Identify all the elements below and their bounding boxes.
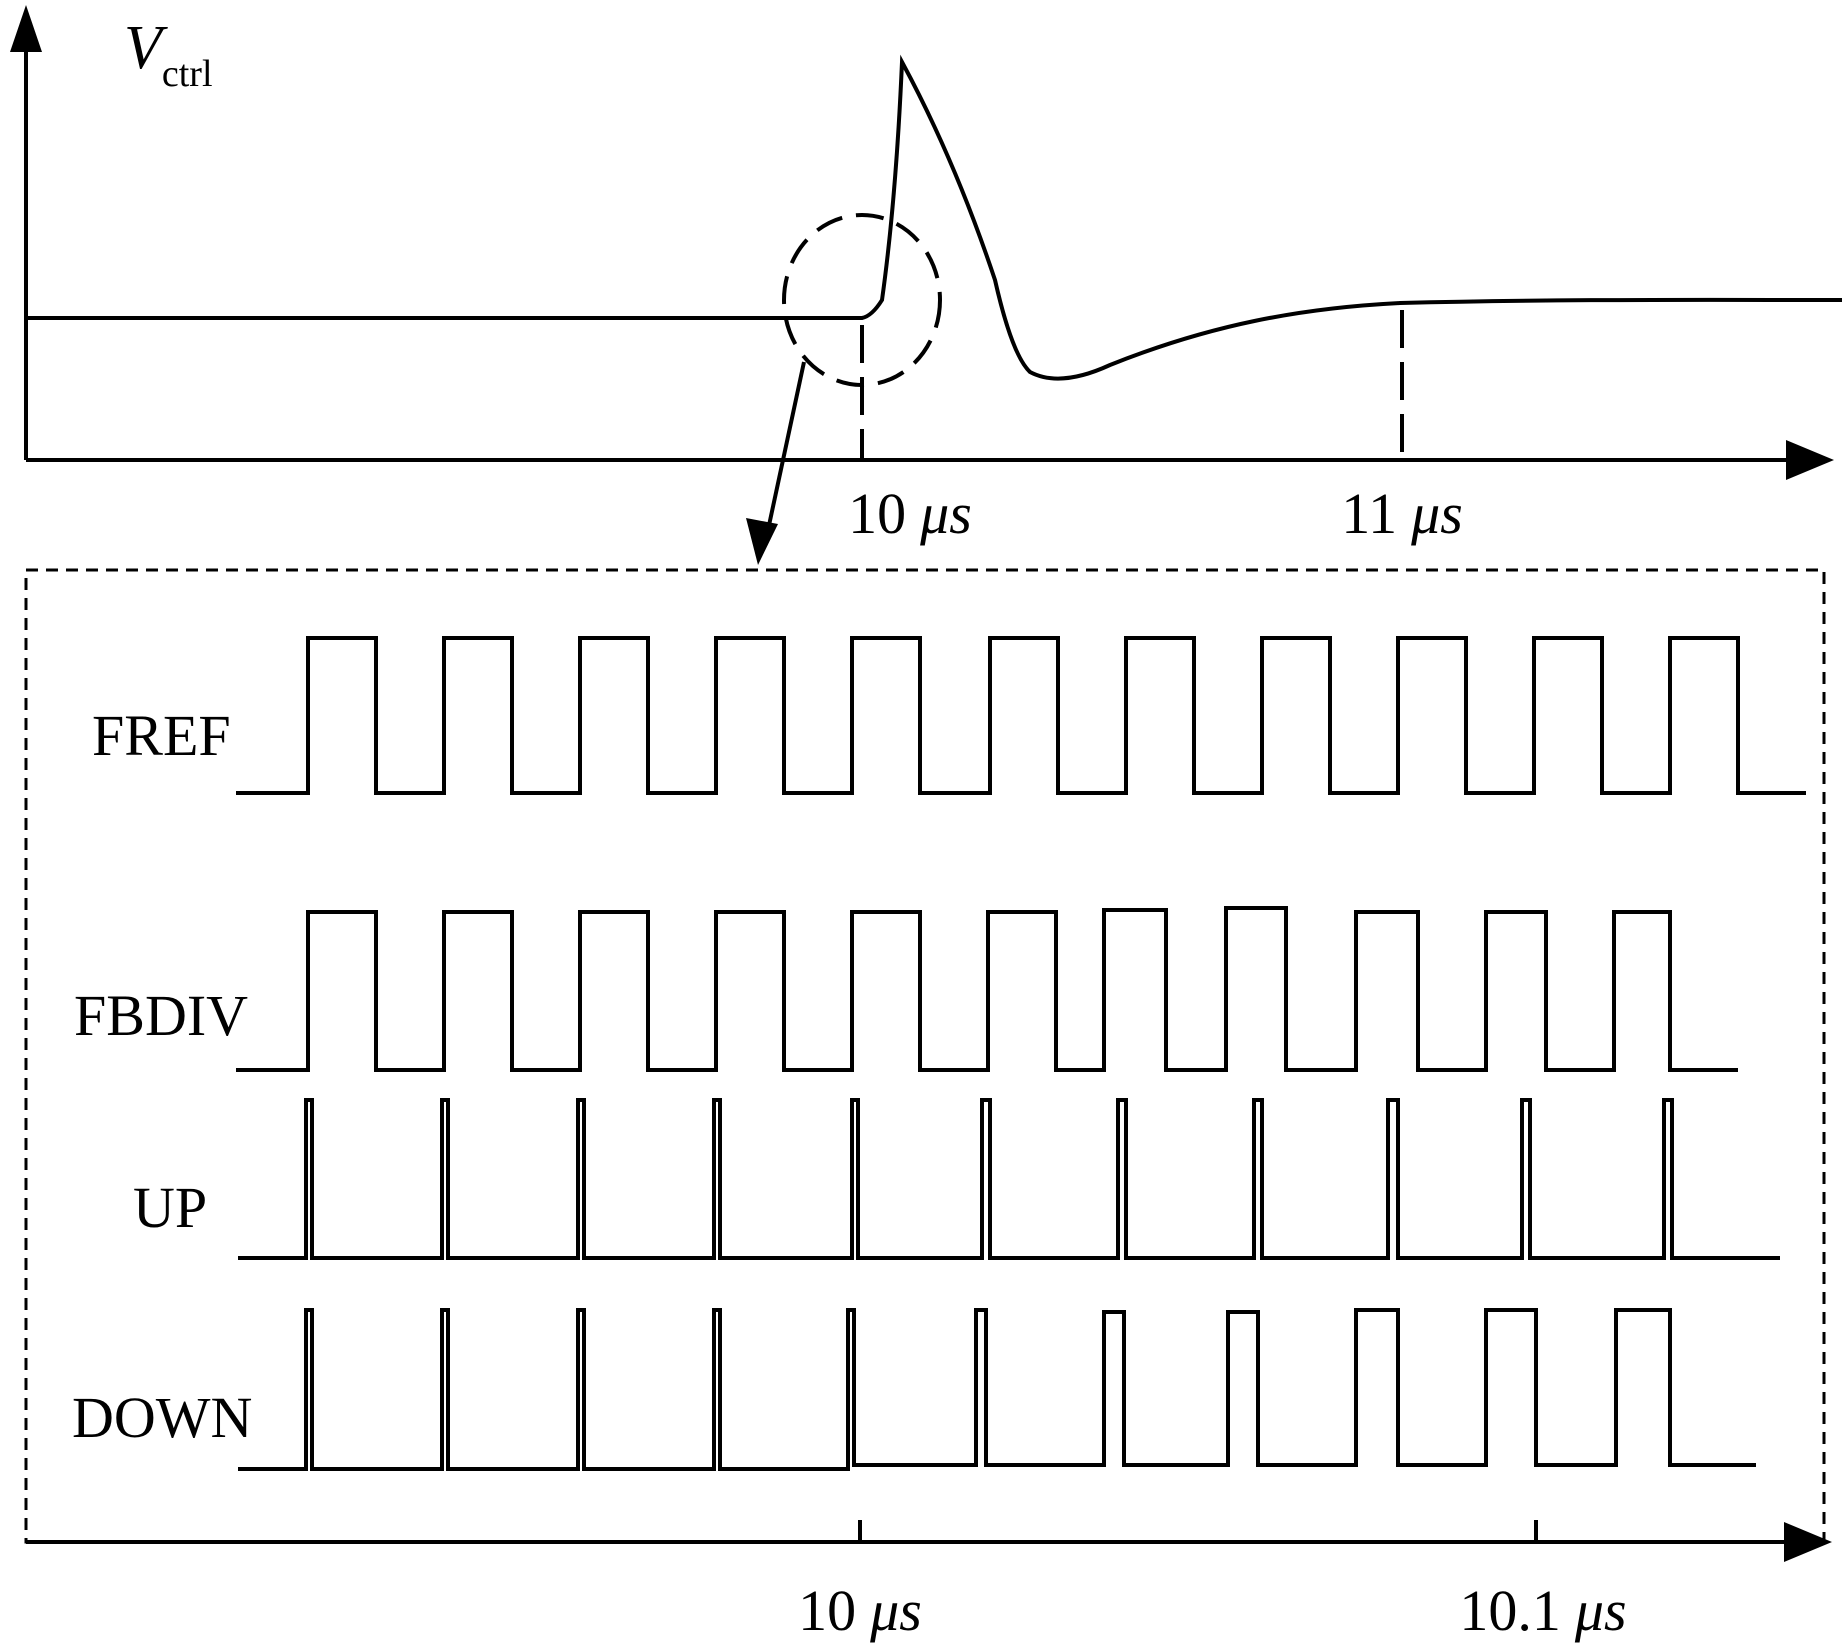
zoom-arrow (766, 361, 806, 531)
signal-label-fbdiv: FBDIV (74, 983, 248, 1048)
tick-label-11us-num: 11 (1341, 481, 1397, 546)
zoom-tick-label-10-1us-unit: μs (1574, 1578, 1627, 1643)
zoom-tick-label-10-1us-num: 10.1 (1459, 1578, 1561, 1643)
signal-label-fref: FREF (92, 703, 231, 768)
fbdiv-waveform (236, 906, 1738, 1072)
zoom-arrow-head (746, 518, 778, 565)
x-axis-arrowhead (1786, 440, 1834, 480)
tick-label-10us-num: 10 (848, 481, 906, 546)
signal-label-down: DOWN (72, 1385, 252, 1450)
tick-label-10us-unit: μs (919, 481, 972, 546)
zoom-tick-label-10us-num: 10 (798, 1578, 856, 1643)
zoom-tick-label-10us-unit: μs (869, 1578, 922, 1643)
up-waveform (238, 1098, 1780, 1260)
vctrl-waveform (26, 54, 1842, 381)
fref-waveform (236, 636, 1806, 795)
zoom-box (24, 568, 1826, 1544)
signal-label-up: UP (133, 1175, 207, 1240)
y-axis-label-sub: ctrl (162, 53, 213, 95)
zoom-x-axis-arrowhead (1784, 1522, 1832, 1562)
y-axis-arrowhead (10, 5, 42, 52)
y-axis-label: Vctrl (124, 14, 213, 95)
y-axis-label-main: V (124, 14, 168, 82)
tick-label-11us-unit: μs (1410, 481, 1463, 546)
down-waveform (238, 1308, 1756, 1471)
